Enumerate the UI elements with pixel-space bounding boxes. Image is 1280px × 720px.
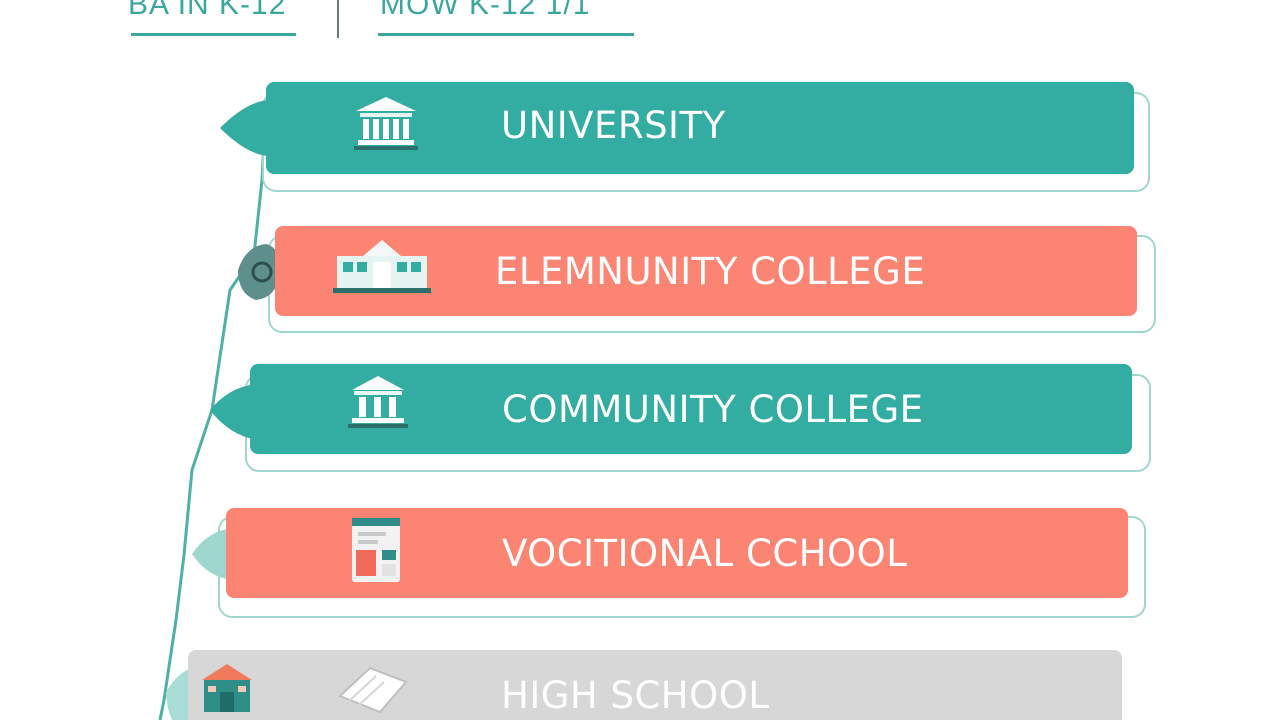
- tier-high-school-label: HIGH SCHOOL: [501, 674, 770, 717]
- columned-building-icon: [348, 376, 408, 428]
- header-right-underline: [378, 33, 634, 36]
- header-divider: [337, 0, 339, 38]
- school-building-icon: [202, 664, 252, 712]
- header-left-label: BA IN K-12: [128, 0, 287, 21]
- diploma-paper-icon: [338, 666, 408, 714]
- tier-university-label: UNIVERSITY: [501, 104, 726, 147]
- timeline-node-4: [192, 528, 234, 580]
- header-right-label: MOW K-12 1/1: [380, 0, 591, 21]
- document-binder-icon: [352, 518, 400, 582]
- tier-elemnunity-college-bar: ELEMNUNITY COLLEGE: [275, 226, 1137, 316]
- timeline-node-1: [220, 100, 268, 156]
- tier-elemnunity-college-label: ELEMNUNITY COLLEGE: [495, 250, 926, 293]
- tier-vocational-school-label: VOCITIONAL CCHOOL: [502, 532, 908, 575]
- university-building-icon: [354, 97, 418, 150]
- college-building-icon: [333, 240, 431, 293]
- tier-community-college-label: COMMUNITY COLLEGE: [502, 388, 924, 431]
- tier-high-school-bar: HIGH SCHOOL: [188, 650, 1122, 720]
- timeline-node-2: [238, 244, 281, 300]
- timeline-node-3: [210, 384, 258, 440]
- tier-university-bar: UNIVERSITY: [266, 82, 1134, 174]
- tier-community-college-bar: COMMUNITY COLLEGE: [250, 364, 1132, 454]
- tier-vocational-school-bar: VOCITIONAL CCHOOL: [226, 508, 1128, 598]
- header-left-underline: [131, 33, 296, 36]
